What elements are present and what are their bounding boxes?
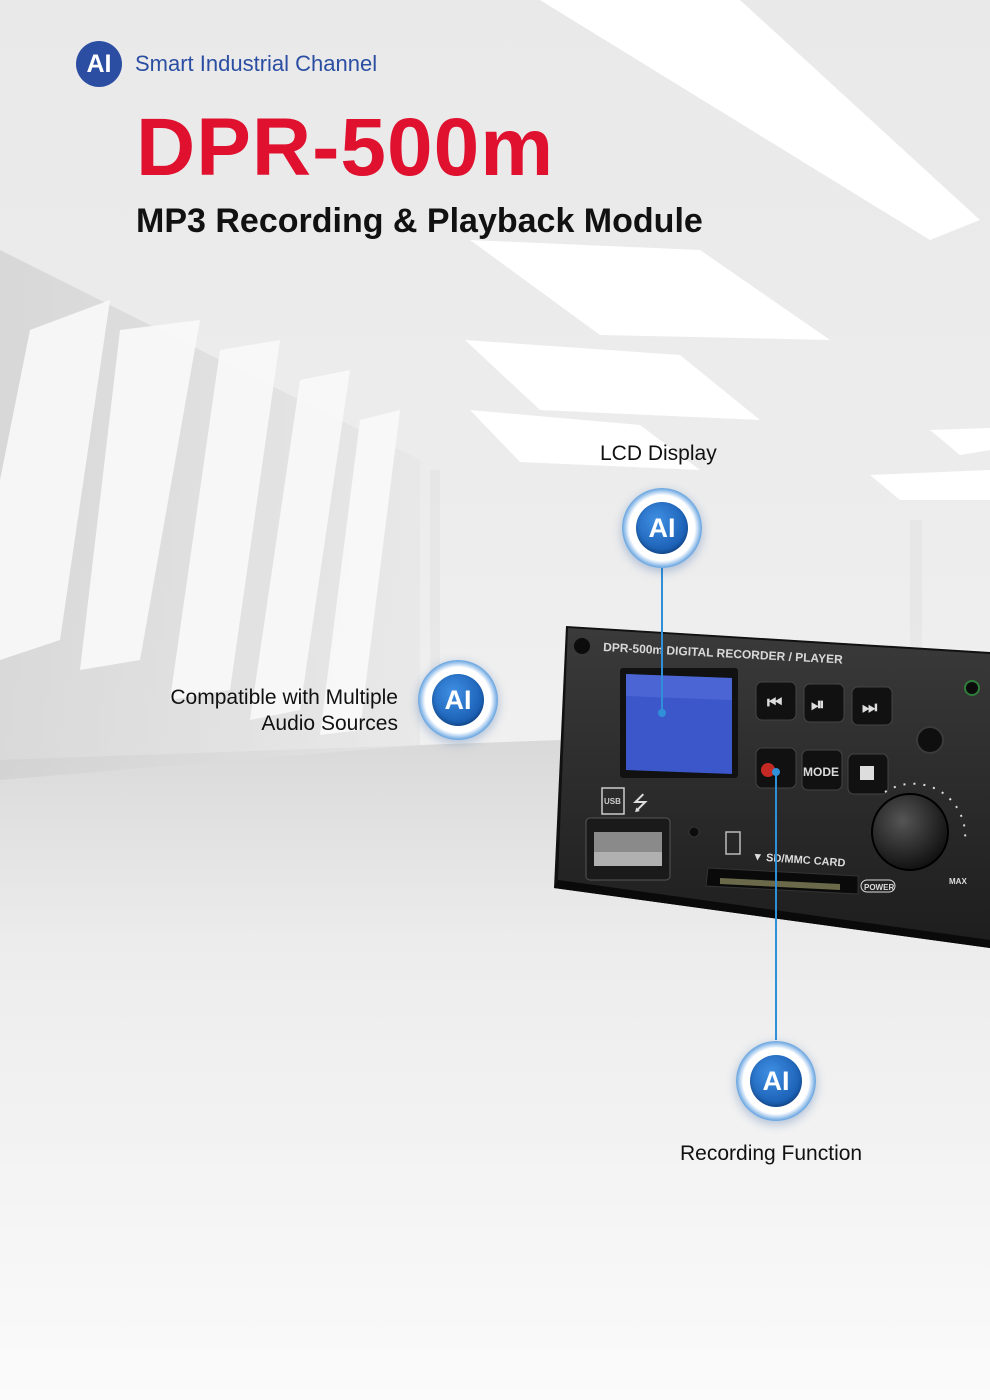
audio-ai-badge-icon: AI: [418, 660, 498, 740]
product-title: DPR-500m: [136, 102, 555, 193]
lcd-display-label: LCD Display: [600, 442, 717, 465]
mic-jack-icon: [916, 726, 944, 754]
power-led-icon: [964, 680, 980, 696]
lcd-ai-badge-icon: AI: [622, 488, 702, 568]
recording-leader-line: [775, 772, 777, 1040]
lcd-leader-line: [661, 566, 663, 712]
play-pause-icon: ⏯: [811, 695, 825, 714]
brand-ai-icon: AI: [76, 41, 122, 87]
recording-leader-dot: [772, 768, 780, 776]
mode-button: [801, 749, 843, 791]
play-pause-button: [803, 683, 845, 723]
indicator-led-icon: [688, 826, 700, 838]
svg-text:USB: USB: [604, 797, 621, 806]
mount-hole-icon: [574, 638, 590, 654]
brand-name: Smart Industrial Channel: [135, 51, 378, 76]
power-label: POWER: [864, 883, 894, 892]
volume-scale: [884, 782, 967, 841]
next-button: [851, 686, 893, 726]
mode-label: MODE: [803, 765, 839, 779]
audio-sources-label: Compatible with Multiple Audio Sources: [170, 686, 398, 735]
record-icon: [761, 763, 775, 777]
product-subtitle: MP3 Recording & Playback Module: [136, 202, 703, 240]
dpr-500m-device-image: DPR-500m DIGITAL RECORDER / PLAYER ⏮ ⏯ ⏭…: [554, 626, 990, 948]
recording-ai-badge-icon: AI: [736, 1041, 816, 1121]
lcd-leader-dot: [658, 709, 666, 717]
stop-icon: [860, 766, 874, 780]
sd-card-icon: [725, 831, 741, 855]
brand-header: AI Smart Industrial Channel: [76, 41, 377, 87]
transport-buttons: ⏮ ⏯ ⏭ MODE: [755, 681, 893, 795]
prev-button: [755, 681, 797, 721]
prev-icon: ⏮: [767, 693, 782, 712]
next-icon: ⏭: [862, 698, 878, 717]
usb-logo-icon: [601, 787, 625, 815]
max-label: MAX: [949, 877, 967, 886]
recording-function-label: Recording Function: [680, 1142, 863, 1165]
volume-knob: [871, 793, 949, 871]
usb-trident-icon: ⭍: [632, 793, 649, 815]
